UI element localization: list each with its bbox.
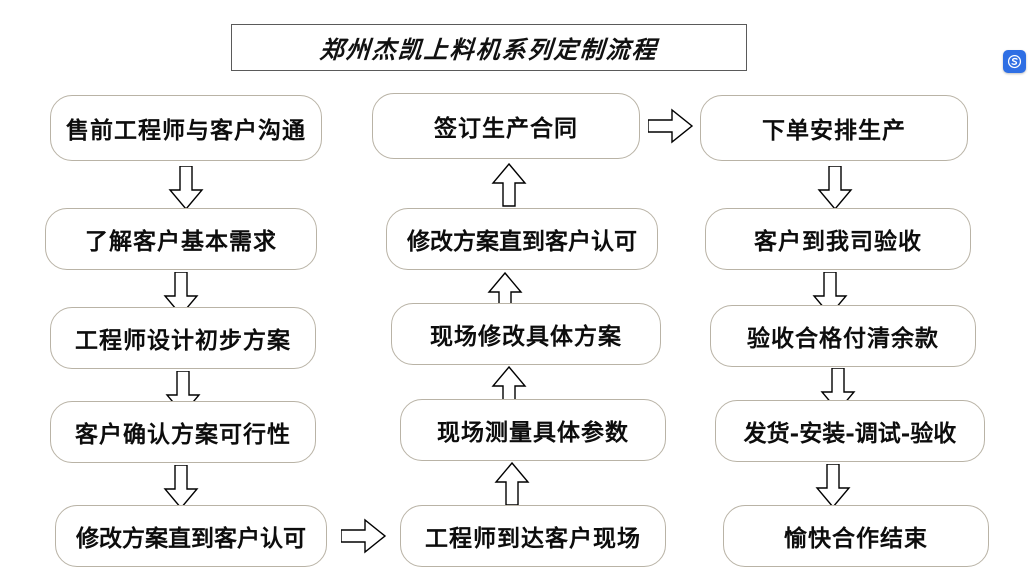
node-n1[interactable]: 售前工程师与客户沟通 [50,95,322,161]
node-label: 验收合格付清余款 [747,325,939,352]
node-n4[interactable]: 客户确认方案可行性 [50,401,316,463]
node-n12[interactable]: 客户到我司验收 [705,208,971,270]
node-n6[interactable]: 工程师到达客户现场 [400,505,666,567]
node-n11[interactable]: 下单安排生产 [700,95,968,161]
node-label: 愉快合作结束 [784,525,928,552]
node-label: 修改方案直到客户认可 [407,228,637,255]
arrow-down-n2-n3 [163,272,199,316]
page-title: 郑州杰凯上料机系列定制流程 [318,35,659,64]
node-label: 现场测量具体参数 [437,419,629,446]
node-label: 客户确认方案可行性 [75,421,291,448]
node-n2[interactable]: 了解客户基本需求 [45,208,317,270]
node-n5[interactable]: 修改方案直到客户认可 [55,505,327,567]
node-n3[interactable]: 工程师设计初步方案 [50,307,316,369]
chart-title-box: 郑州杰凯上料机系列定制流程 [231,24,747,71]
arrow-down-n4-n5 [163,465,199,509]
node-n7[interactable]: 现场测量具体参数 [400,399,666,461]
node-n13[interactable]: 验收合格付清余款 [710,305,976,367]
arrow-down-n11-n12 [817,166,853,210]
arrow-up-n6-n7 [494,462,530,506]
node-label: 工程师到达客户现场 [425,525,641,552]
node-label: 工程师设计初步方案 [75,327,291,354]
node-label: 下单安排生产 [762,117,906,144]
node-label: 现场修改具体方案 [430,323,622,350]
arrow-right-n10-n11 [648,108,694,144]
node-n15[interactable]: 愉快合作结束 [723,505,989,567]
s-logo-icon[interactable] [1003,50,1026,73]
node-n14[interactable]: 发货-安装-调试-验收 [715,400,985,462]
arrow-down-n1-n2 [168,166,204,210]
node-label: 修改方案直到客户认可 [76,525,306,552]
arrow-down-n14-n15 [815,464,851,508]
node-n8[interactable]: 现场修改具体方案 [391,303,661,365]
arrow-right-n5-n6 [341,518,387,554]
node-label: 了解客户基本需求 [85,228,277,255]
node-label: 签订生产合同 [434,115,578,142]
node-label: 售前工程师与客户沟通 [66,117,306,144]
node-n9[interactable]: 修改方案直到客户认可 [386,208,658,270]
node-n10[interactable]: 签订生产合同 [372,93,640,159]
arrow-up-n9-n10 [491,163,527,207]
node-label: 发货-安装-调试-验收 [743,420,957,447]
node-label: 客户到我司验收 [754,228,922,255]
